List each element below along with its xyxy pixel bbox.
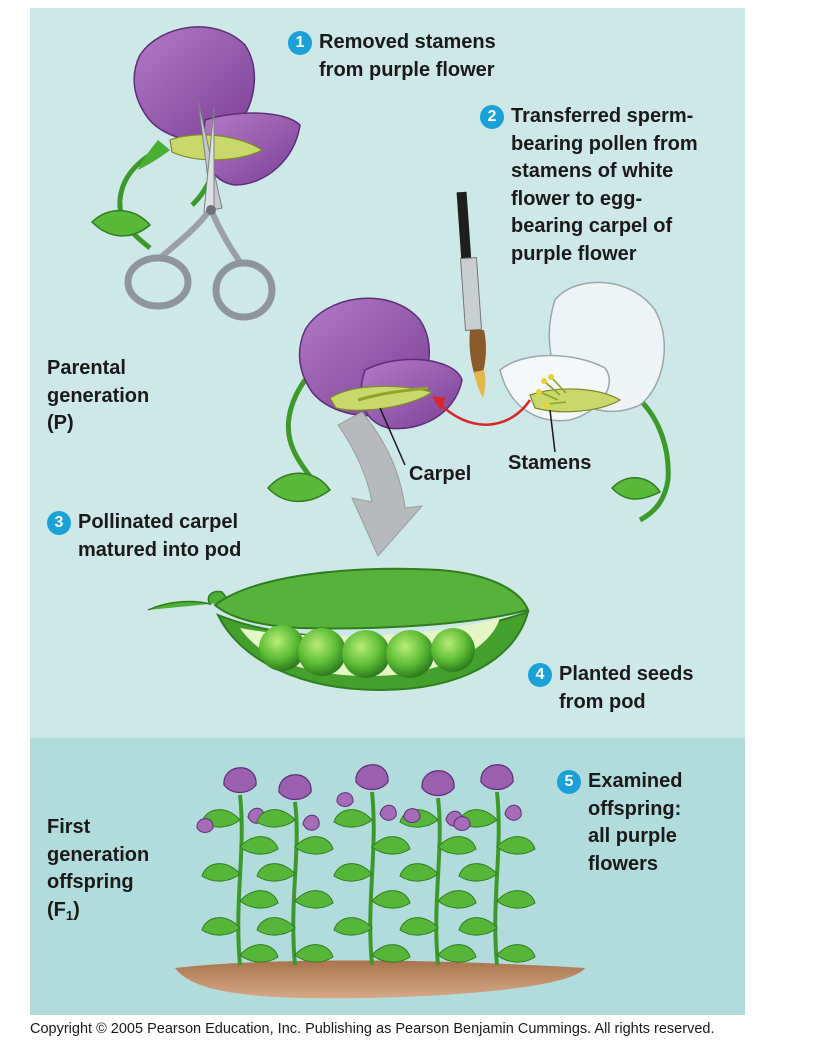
plant-leaf	[240, 837, 278, 854]
plant-leaf	[240, 945, 278, 962]
step-1: 1 Removed stamens from purple flower	[288, 29, 496, 84]
white-flower	[500, 282, 668, 520]
offspring-plants	[197, 765, 535, 965]
purple-flower-icon	[224, 768, 256, 793]
plant-leaf	[257, 918, 295, 935]
step-2-badge: 2	[480, 105, 504, 129]
plant-leaf	[497, 837, 535, 854]
plant-leaf	[372, 945, 410, 962]
parental-generation-label: Parental generation (P)	[47, 355, 149, 438]
plant-leaf	[438, 891, 476, 908]
plant-leaf	[497, 945, 535, 962]
f1-label: (F1)	[47, 897, 149, 930]
plant-leaf	[334, 918, 372, 935]
plant-leaf	[372, 837, 410, 854]
plant-leaf	[295, 945, 333, 962]
purple-flower-icon	[279, 775, 311, 800]
step-2: 2 Transferred sperm- bearing pollen from…	[480, 103, 698, 268]
plant-leaf	[334, 864, 372, 881]
step-4: 4 Planted seeds from pod	[528, 661, 694, 716]
plant-leaf	[202, 918, 240, 935]
purple-bud-icon	[197, 819, 213, 833]
step-5-badge: 5	[557, 770, 581, 794]
step-1-badge: 1	[288, 31, 312, 55]
purple-bud-icon	[303, 815, 319, 830]
pea-pod	[148, 569, 528, 690]
step-1-text: Removed stamens from purple flower	[319, 29, 496, 84]
step-2-text: Transferred sperm- bearing pollen from s…	[511, 103, 698, 268]
plant-leaf	[295, 837, 333, 854]
plant-stem	[436, 798, 439, 965]
leaf	[268, 473, 330, 501]
plant-leaf	[438, 837, 476, 854]
purple-flower-stamens-removed	[92, 27, 300, 248]
purple-bud-icon	[454, 817, 470, 831]
purple-flower-icon	[356, 765, 388, 790]
plant-leaf	[497, 891, 535, 908]
plant-leaf	[295, 891, 333, 908]
step-5-text: Examined offspring: all purple flowers	[588, 768, 682, 878]
purple-bud-icon	[505, 805, 521, 820]
step-4-badge: 4	[528, 663, 552, 687]
plant-leaf	[202, 864, 240, 881]
step-5: 5 Examined offspring: all purple flowers	[557, 768, 682, 878]
step-4-text: Planted seeds from pod	[559, 661, 694, 716]
plant-leaf	[372, 891, 410, 908]
purple-flower-icon	[422, 771, 454, 796]
soil	[175, 961, 585, 999]
plant-leaf	[334, 810, 372, 827]
leaf	[92, 211, 150, 236]
plant-leaf	[438, 945, 476, 962]
plant-leaf	[400, 864, 438, 881]
step-3: 3 Pollinated carpel matured into pod	[47, 509, 241, 564]
purple-bud-icon	[380, 805, 396, 820]
step-3-badge: 3	[47, 511, 71, 535]
plant-leaf	[459, 864, 497, 881]
plant-leaf	[459, 918, 497, 935]
purple-bud-icon	[337, 793, 353, 807]
plant-leaf	[240, 891, 278, 908]
plant-leaf	[400, 918, 438, 935]
first-generation-label: First generation offspring (F1)	[47, 814, 149, 929]
leaf	[612, 478, 660, 499]
step-3-text: Pollinated carpel matured into pod	[78, 509, 241, 564]
copyright-notice: Copyright © 2005 Pearson Education, Inc.…	[30, 1021, 714, 1037]
purple-flower-icon	[481, 765, 513, 790]
plant-stem	[293, 802, 296, 965]
carpel-label: Carpel	[409, 461, 471, 489]
purple-bud-icon	[404, 809, 420, 823]
stamens-label: Stamens	[508, 450, 591, 478]
plant-leaf	[257, 864, 295, 881]
